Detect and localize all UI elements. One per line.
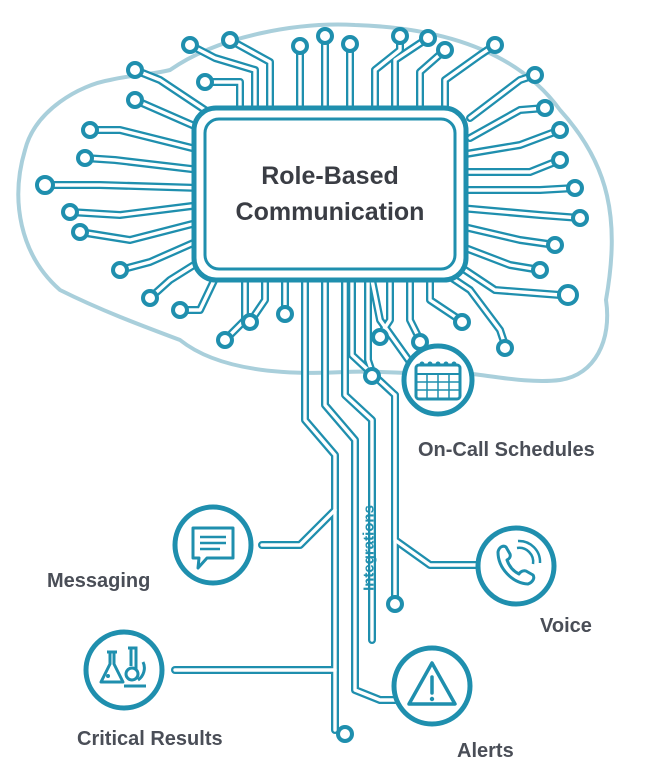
label-on-call-schedules: On-Call Schedules xyxy=(418,439,595,461)
chip xyxy=(191,105,469,283)
label-voice: Voice xyxy=(540,615,592,637)
label-integrations: Integrations xyxy=(360,505,378,591)
chip-title: Role-Based Communication xyxy=(212,158,448,230)
label-messaging: Messaging xyxy=(47,570,151,592)
label-critical-results: Critical Results xyxy=(77,728,223,750)
calendar-icon xyxy=(401,343,475,417)
lab-icon xyxy=(83,629,165,711)
warning-icon xyxy=(391,645,473,727)
chip-title-line1: Role-Based xyxy=(261,162,399,190)
message-icon xyxy=(172,504,254,586)
label-alerts: Alerts xyxy=(457,740,514,762)
phone-icon xyxy=(475,525,557,607)
trace-nodes xyxy=(35,27,589,743)
chip-title-line2: Communication xyxy=(235,198,425,226)
